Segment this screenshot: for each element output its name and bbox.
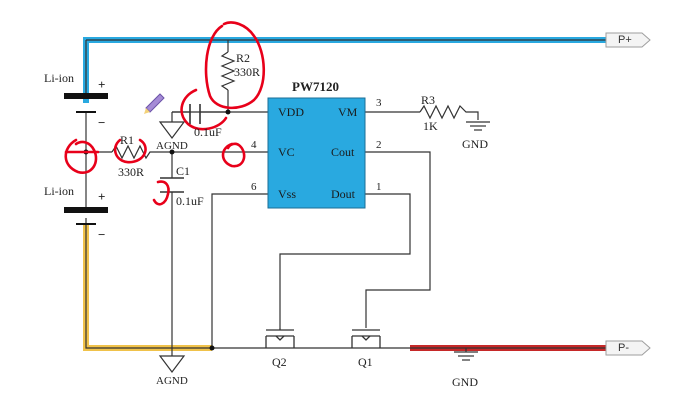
battery-2-minus-sign: − [98,227,106,242]
c1-value: 0.1uF [176,194,204,208]
chip-pin-vm: VM [338,105,358,119]
r3-value: 1K [423,119,438,133]
p-minus-port-label: P- [618,342,629,354]
ground-symbol-gnd-bottom [454,351,478,361]
p-plus-rail-highlight [83,37,612,103]
q1-designator: Q1 [358,355,373,369]
p-plus-port-label: P+ [618,34,632,46]
chip-pin-cout: Cout [331,145,355,159]
p-plus-port-arrow[interactable] [605,32,651,48]
battery-1-minus-sign: − [98,115,106,130]
chip-title: PW7120 [292,79,339,94]
c1-capacitor-symbol [160,177,184,193]
gnd-label-r3: GND [462,137,488,151]
pin-number-3: 3 [376,97,382,109]
chip-pin-vc: VC [278,145,295,159]
battery-1-label: Li-ion [44,71,74,85]
gnd-label-bottom: GND [452,375,478,389]
agnd-label-top: AGND [156,140,188,152]
chip-pin-vss: Vss [278,187,297,201]
battery-2-label: Li-ion [44,184,74,198]
pw7120-chip-body [267,97,366,209]
chip-pin-dout: Dout [331,187,355,201]
c1-designator: C1 [176,164,191,178]
pin-number-6: 6 [251,181,257,193]
agnd-label-bottom: AGND [156,375,188,387]
ground-symbol-gnd-r3 [466,121,490,131]
battery-1-plus-sign: + [98,77,106,92]
chip-pin-vdd: VDD [278,105,304,119]
battery-2-symbol [64,207,108,225]
battery-1-symbol [64,93,108,113]
r2-value: 330R [234,65,261,79]
r1-value: 330R [118,165,145,179]
r2-resistor-symbol [220,51,236,91]
r3-designator: R3 [421,93,436,107]
r3-resistor-symbol [419,104,472,120]
ground-symbol-agnd-top [158,112,186,139]
q2-designator: Q2 [272,355,287,369]
mosfet-q2-symbol [265,328,295,348]
mosfet-q1-symbol [351,329,381,348]
c2-value: 0.1uF [194,125,222,139]
c2-capacitor-symbol [189,104,201,124]
pin-number-4: 4 [251,139,257,151]
red-annotation-marks [64,21,266,206]
ground-symbol-agnd-bottom [158,355,186,373]
battery-negative-highlight [83,225,212,351]
r1-designator: R1 [120,133,135,147]
pin-number-1: 1 [376,181,382,193]
pin-number-2: 2 [376,139,382,151]
pencil-icon [144,93,165,114]
r2-designator: R2 [236,51,251,65]
r1-resistor-symbol [111,144,154,160]
p-minus-port-arrow[interactable] [605,340,651,356]
battery-2-plus-sign: + [98,189,106,204]
